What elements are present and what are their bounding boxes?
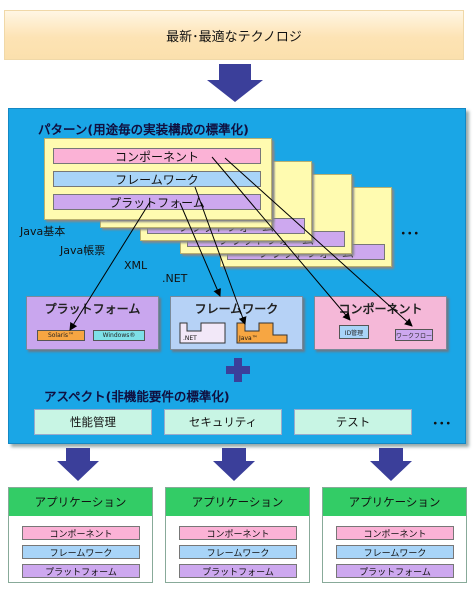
layer-platform: プラットフォーム [53,194,261,210]
app-1-platform: プラットフォーム [22,564,140,578]
stack-label-dotnet: .NET [162,272,188,285]
app-3-component: コンポーネント [336,526,454,540]
box-framework-title: フレームワーク [194,302,279,316]
framework-blocks [179,322,288,344]
down-arrow-app-2 [213,448,255,481]
top-banner: 最新･最適なテクノロジ [4,10,464,60]
aspect-ellipsis: ･･･ [432,417,452,432]
app-2-platform: プラットフォーム [179,564,297,578]
app-3-framework: フレームワーク [336,545,454,559]
app-3-title: アプリケーション [323,488,466,516]
app-3-platform: プラットフォーム [336,564,454,578]
down-arrow-app-3 [370,448,412,481]
pattern-front-card: コンポーネント フレームワーク プラットフォーム [44,138,272,220]
app-1-framework: フレームワーク [22,545,140,559]
app-2-framework: フレームワーク [179,545,297,559]
box-component: コンポーネント ID管理 ワークフロー [314,296,447,350]
app-1-component: コンポーネント [22,526,140,540]
aspect-performance: 性能管理 [34,409,152,435]
chip-windows: Windows® [93,330,145,341]
pattern-ellipsis: ･･･ [400,227,420,242]
pattern-title: パターン(用途毎の実装構成の標準化) [38,122,249,137]
stack-label-xml: XML [124,259,148,272]
chip-java: Java™ [239,335,258,342]
aspect-test: テスト [294,409,412,435]
down-arrow-top [207,64,263,102]
aspect-title: アスペクト(非機能要件の標準化) [44,389,230,404]
app-box-2: アプリケーション コンポーネント フレームワーク プラットフォーム [165,487,310,583]
box-platform: プラットフォーム Solaris™ Windows® [26,296,159,350]
stack-label-java-basic: Java基本 [20,225,66,238]
box-framework: フレームワーク .NET Java™ [170,296,303,350]
down-arrow-app-1 [57,448,99,481]
box-component-title: コンポーネント [338,302,423,316]
layer-component: コンポーネント [53,148,261,164]
top-banner-title: 最新･最適なテクノロジ [166,29,302,45]
aspect-security: セキュリティ [164,409,282,435]
app-2-title: アプリケーション [166,488,309,516]
app-2-component: コンポーネント [179,526,297,540]
chip-solaris: Solaris™ [37,330,85,341]
app-1-title: アプリケーション [9,488,152,516]
layer-framework: フレームワーク [53,171,261,187]
stack-label-java-report: Java帳票 [60,244,106,257]
app-box-1: アプリケーション コンポーネント フレームワーク プラットフォーム [8,487,153,583]
app-box-3: アプリケーション コンポーネント フレームワーク プラットフォーム [322,487,467,583]
box-platform-title: プラットフォーム [44,302,141,316]
plus-icon [226,358,250,382]
chip-id-management: ID管理 [339,325,369,339]
chip-dotnet: .NET [183,335,197,342]
chip-workflow: ワークフロー [395,329,433,341]
